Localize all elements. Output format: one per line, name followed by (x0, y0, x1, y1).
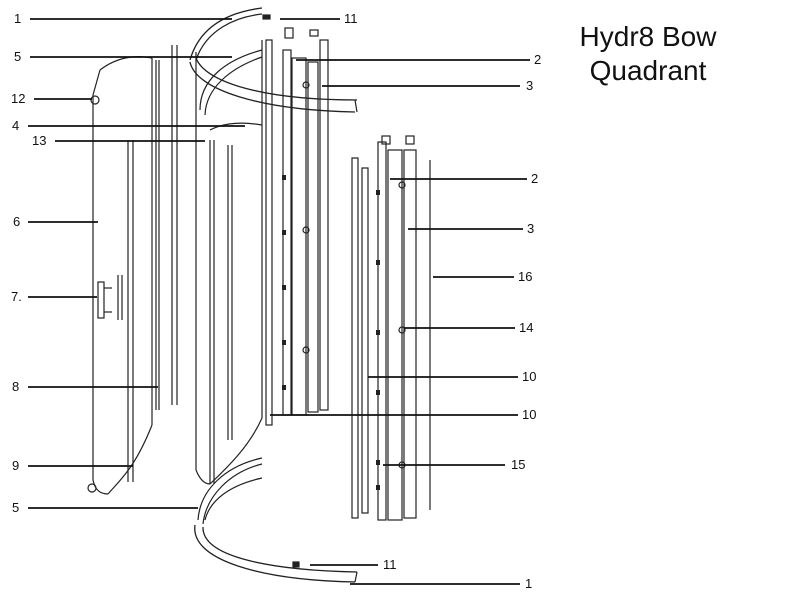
callout-3-a: 3 (526, 78, 533, 93)
callout-2-b: 2 (531, 171, 538, 186)
callouts (28, 18, 530, 585)
callout-10-a: 10 (522, 369, 536, 384)
callout-12: 12 (11, 91, 25, 106)
callout-5-bottom: 5 (12, 500, 19, 515)
callout-11-bottom: 11 (383, 557, 397, 572)
title-line-2: Quadrant (589, 55, 707, 86)
callout-6: 6 (13, 214, 20, 229)
door-seal-strips (127, 45, 178, 482)
callout-14: 14 (519, 320, 533, 335)
curved-door-panel (92, 56, 153, 495)
part-11-bottom (292, 561, 300, 568)
wall-profile-right (351, 135, 431, 521)
callout-5-top: 5 (14, 49, 21, 64)
callout-3-b: 3 (527, 221, 534, 236)
part-11-top (262, 14, 271, 20)
callout-7: 7. (11, 289, 22, 304)
callout-10-b: 10 (522, 407, 536, 422)
callout-13: 13 (32, 133, 46, 148)
callout-11-top: 11 (344, 11, 358, 26)
callout-16: 16 (518, 269, 532, 284)
callout-8: 8 (12, 379, 19, 394)
bottom-track (197, 457, 263, 525)
door-handle (97, 281, 112, 319)
roller-bottom-icon (87, 483, 97, 493)
top-track (199, 49, 263, 116)
callout-2-a: 2 (534, 52, 541, 67)
callout-15: 15 (511, 457, 525, 472)
callout-labels: 1 11 5 2 3 12 4 13 2 6 3 16 7. 14 8 10 1… (11, 11, 541, 591)
callout-9: 9 (12, 458, 19, 473)
bottom-rail (194, 524, 358, 583)
callout-1-bottom: 1 (525, 576, 532, 591)
title-line-1: Hydr8 Bow (579, 21, 717, 52)
callout-1-top: 1 (14, 11, 21, 26)
diagram-title: Hydr8 Bow Quadrant (548, 20, 748, 88)
middle-curved-panel (195, 40, 263, 485)
roller-top-icon (90, 95, 100, 105)
wall-profile-left (265, 27, 329, 426)
top-rail (189, 7, 358, 113)
callout-4: 4 (12, 118, 19, 133)
